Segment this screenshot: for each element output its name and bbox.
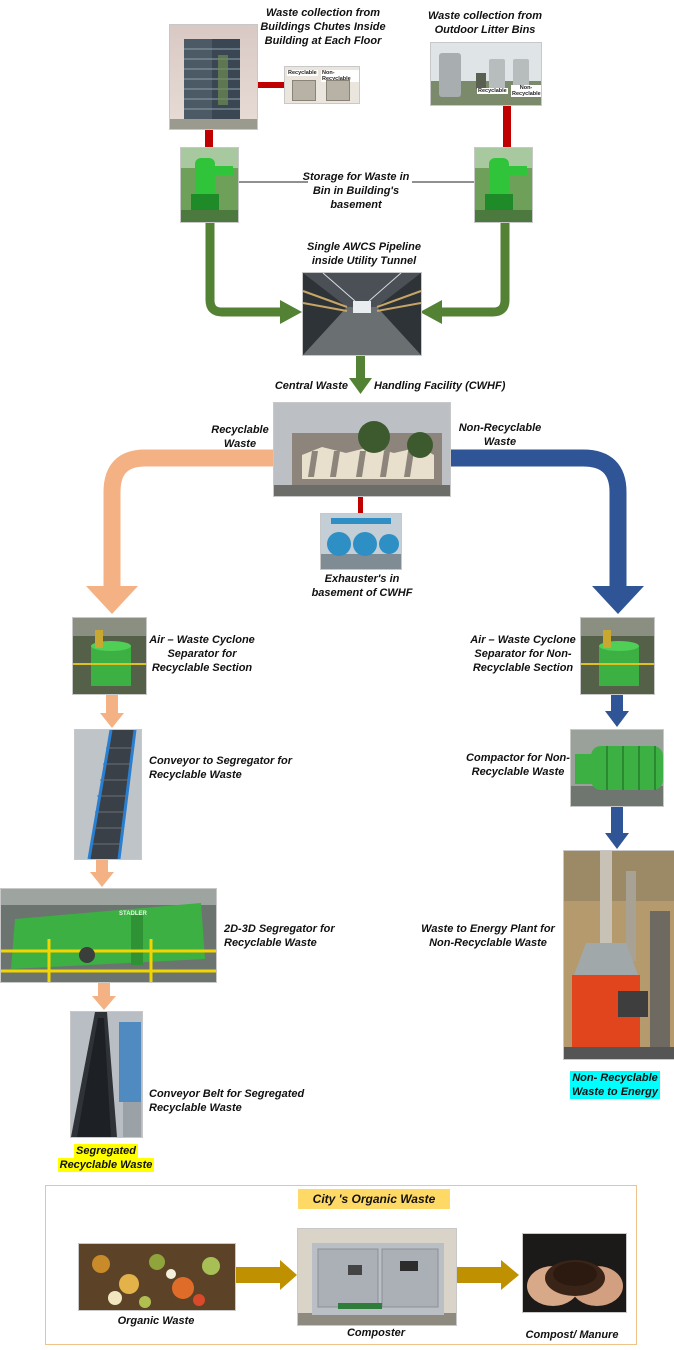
arrow-cwhf-to-non-recyclable [449, 449, 627, 590]
label-compost: Compost/ Manure [525, 1329, 619, 1341]
label-exhausters: Exhauster's in basement of CWHF [311, 573, 413, 599]
arrow-organic-1-head [280, 1260, 297, 1290]
label-compactor: Compactor for Non-Recyclable Waste [466, 752, 570, 778]
conveyor-belt-photo [70, 1011, 143, 1138]
chute-non-recyclable-tag: Non-Recyclable [321, 70, 359, 82]
arrow-cwhf-to-recyclable-head [86, 586, 138, 614]
arrow-organic-2 [455, 1267, 503, 1283]
arrow-right-storage-to-pipeline [440, 222, 510, 317]
arrow-cwhf-to-recyclable [103, 449, 273, 590]
compactor-photo [570, 729, 664, 807]
chute-door-right [326, 80, 350, 101]
label-non-recyclable-energy: Non- Recyclable Waste to Energy [570, 1071, 660, 1099]
arrow-peach-2 [96, 858, 108, 874]
label-storage: Storage for Waste in Bin in Building's b… [302, 171, 410, 211]
label-cyclone-recyclable: Air – Waste Cyclone Separator for Recycl… [149, 634, 255, 674]
label-cyclone-non-recyclable: Air – Waste Cyclone Separator for Non-Re… [470, 634, 576, 674]
chute-door-left [292, 80, 316, 101]
conveyor-photo [74, 729, 142, 860]
arrow-organic-2-head [501, 1260, 519, 1290]
wte-plant-photo [563, 850, 674, 1060]
organic-title: City 's Organic Waste [312, 1192, 436, 1206]
bin-recyclable-tag: Recyclable [477, 88, 508, 94]
arrow-peach-1-head [100, 713, 124, 728]
storage-photo-left [180, 147, 239, 223]
label-non-recyclable-energy-box: Non- Recyclable Waste to Energy [560, 1071, 670, 1099]
organic-title-box: City 's Organic Waste [298, 1189, 450, 1209]
organic-waste-section [45, 1185, 637, 1345]
exhauster-photo [320, 513, 402, 570]
arrow-peach-1 [106, 693, 118, 715]
arrow-left-storage-to-pipeline [205, 222, 282, 317]
arrow-blue-2-head [605, 833, 629, 849]
label-conveyor-belt: Conveyor Belt for Segregated Recyclable … [149, 1088, 305, 1114]
outdoor-bins-photo: Recyclable Non-Recyclable [430, 42, 542, 106]
chutes-photo: Recyclable Non-Recyclable [284, 66, 360, 104]
arrow-blue-1 [611, 693, 623, 713]
arrow-organic-1 [236, 1267, 282, 1283]
storage-photo-right [474, 147, 533, 223]
connector-building-chute [256, 82, 286, 88]
cyclone-non-recyclable-photo [580, 617, 655, 695]
composter-photo [297, 1228, 457, 1326]
label-pipeline: Single AWCS Pipeline inside Utility Tunn… [307, 241, 421, 267]
arrow-peach-3 [98, 981, 110, 998]
chute-recyclable-tag: Recyclable [287, 70, 318, 76]
label-segregator-2d3d: 2D-3D Segregator for Recyclable Waste [224, 923, 335, 949]
organic-waste-photo [78, 1243, 236, 1311]
arrow-pipeline-to-cwhf-head [349, 378, 372, 394]
segregator-photo: STADLER [0, 888, 217, 983]
label-cwhf-right: Handling Facility (CWHF) [374, 380, 506, 392]
connector-cwhf-exhauster [358, 495, 363, 513]
arrow-left-storage-to-pipeline-head [280, 300, 302, 324]
building-photo [169, 24, 258, 130]
arrow-blue-2 [611, 805, 623, 835]
label-segregated-recyclable: Segregated Recyclable Waste [57, 1144, 155, 1172]
label-composter: Composter [346, 1327, 406, 1339]
arrow-blue-1-head [605, 711, 629, 727]
tunnel-photo [302, 272, 422, 356]
label-segregated-recyclable-box: Segregated Recyclable Waste [50, 1144, 162, 1172]
segregator-brand-tag: STADLER [119, 911, 147, 917]
cwhf-photo [273, 402, 451, 497]
label-non-recyclable-waste: Non-Recyclable Waste [458, 422, 542, 448]
label-organic-waste: Organic Waste [117, 1315, 195, 1327]
label-building-chutes: Waste collection from Buildings Chutes I… [260, 7, 386, 47]
arrow-peach-3-head [92, 996, 116, 1010]
label-recyclable-waste: Recyclable Waste [211, 424, 269, 450]
arrow-right-storage-to-pipeline-head [420, 300, 442, 324]
cyclone-recyclable-photo [72, 617, 147, 695]
label-cwhf-left: Central Waste [274, 380, 348, 392]
arrow-cwhf-to-non-recyclable-head [592, 586, 644, 614]
bin-non-recyclable-tag: Non-Recyclable [511, 85, 541, 97]
connector-building-storage [205, 128, 213, 148]
label-outdoor-bins: Waste collection from Outdoor Litter Bin… [427, 10, 543, 36]
arrow-peach-2-head [90, 872, 114, 887]
label-conveyor-segregator: Conveyor to Segregator for Recyclable Wa… [149, 755, 293, 781]
arrow-pipeline-to-cwhf [356, 354, 365, 380]
label-wte-plant: Waste to Energy Plant for Non-Recyclable… [421, 923, 555, 949]
connector-bins-storage [503, 104, 511, 148]
compost-photo [522, 1233, 627, 1313]
